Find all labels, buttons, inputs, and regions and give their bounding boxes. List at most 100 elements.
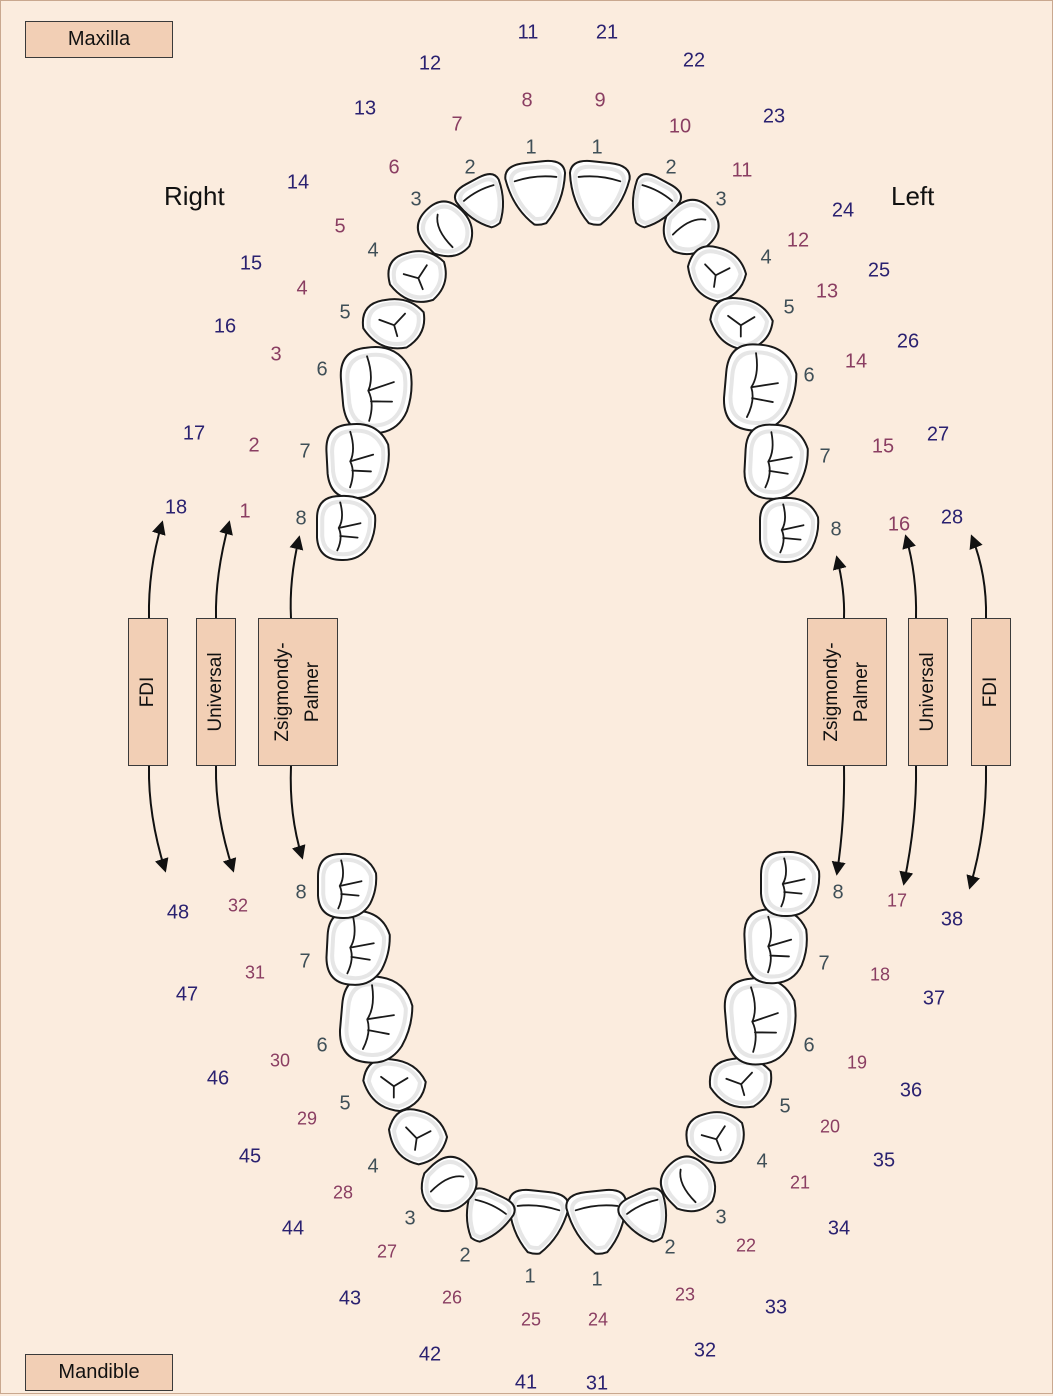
palmer-legend-box-left: Zsigmondy- Palmer xyxy=(807,618,887,766)
fdi-number: 34 xyxy=(827,1217,851,1240)
pointer-arrow xyxy=(289,765,306,860)
tooth xyxy=(316,494,377,562)
tooth xyxy=(686,245,748,303)
fdi-number: 41 xyxy=(514,1371,538,1394)
fdi-number: 32 xyxy=(693,1339,717,1362)
fdi-number: 28 xyxy=(940,506,964,529)
palmer-number: 8 xyxy=(295,507,307,530)
fdi-number: 46 xyxy=(206,1067,230,1090)
pointer-arrow xyxy=(831,765,846,876)
fdi-number: 36 xyxy=(899,1079,923,1102)
palmer-number: 6 xyxy=(803,1034,815,1057)
tooth xyxy=(759,496,820,564)
palmer-number: 6 xyxy=(803,364,815,387)
tooth xyxy=(507,1188,570,1255)
pointer-arrow xyxy=(214,765,237,873)
fdi-number: 22 xyxy=(682,49,706,72)
fdi-number: 16 xyxy=(213,315,237,338)
pointer-arrow xyxy=(289,535,304,619)
right-side-label: Right xyxy=(164,181,225,211)
universal-number: 7 xyxy=(451,113,463,136)
pointer-arrow xyxy=(147,765,169,873)
universal-legend-label: Universal xyxy=(917,652,938,732)
universal-number: 18 xyxy=(869,964,891,985)
universal-number: 21 xyxy=(789,1172,811,1193)
palmer-number: 8 xyxy=(295,881,307,904)
tooth xyxy=(685,1111,745,1164)
palmer-number: 5 xyxy=(779,1095,791,1118)
pointer-arrow xyxy=(966,765,988,890)
universal-number: 32 xyxy=(227,895,249,916)
universal-number: 6 xyxy=(388,156,400,179)
universal-number: 20 xyxy=(819,1116,841,1137)
tooth xyxy=(743,423,809,500)
fdi-number: 14 xyxy=(286,171,310,194)
palmer-number: 5 xyxy=(339,1092,351,1115)
tooth xyxy=(317,852,378,920)
tooth xyxy=(568,159,631,226)
palmer-number: 4 xyxy=(367,1155,379,1178)
maxilla-label: Maxilla xyxy=(25,21,173,58)
universal-number: 13 xyxy=(815,280,839,303)
palmer-number: 5 xyxy=(339,301,351,324)
universal-number: 11 xyxy=(731,159,753,182)
universal-number: 26 xyxy=(441,1287,463,1308)
palmer-number: 7 xyxy=(299,950,311,973)
universal-number: 15 xyxy=(871,435,895,458)
fdi-number: 26 xyxy=(896,330,920,353)
palmer-number: 6 xyxy=(316,358,328,381)
pointer-arrow xyxy=(902,534,918,619)
tooth xyxy=(416,200,474,258)
fdi-legend-box-right: FDI xyxy=(128,618,168,766)
universal-number: 1 xyxy=(239,500,251,523)
fdi-number: 12 xyxy=(418,52,442,75)
palmer-number: 2 xyxy=(665,156,677,179)
left-side-label: Left xyxy=(891,181,935,211)
universal-number: 9 xyxy=(594,89,606,112)
tooth xyxy=(387,250,447,303)
palmer-number: 7 xyxy=(299,440,311,463)
tooth xyxy=(387,1108,449,1166)
fdi-legend-label: FDI xyxy=(137,676,158,708)
fdi-number: 47 xyxy=(175,983,199,1006)
palmer-legend-label: Zsigmondy- Palmer xyxy=(272,642,323,742)
pointer-arrow xyxy=(214,520,233,619)
palmer-number: 5 xyxy=(783,296,795,319)
tooth xyxy=(361,298,426,350)
tooth xyxy=(465,1187,516,1243)
universal-number: 8 xyxy=(521,89,533,112)
universal-number: 28 xyxy=(332,1182,354,1203)
pointer-arrow xyxy=(147,520,166,619)
tooth xyxy=(325,422,390,500)
palmer-number: 1 xyxy=(524,1265,536,1288)
fdi-number: 38 xyxy=(940,908,964,931)
universal-number: 14 xyxy=(844,350,868,373)
fdi-number: 43 xyxy=(338,1287,362,1310)
universal-legend-box-left: Universal xyxy=(908,618,948,766)
pointer-arrow xyxy=(899,765,918,886)
palmer-number: 1 xyxy=(591,136,603,159)
pointer-arrow xyxy=(832,555,847,619)
fdi-number: 13 xyxy=(353,97,377,120)
fdi-legend-label: FDI xyxy=(980,676,1001,708)
fdi-number: 35 xyxy=(872,1149,896,1172)
palmer-legend-box-right: Zsigmondy- Palmer xyxy=(258,618,338,766)
universal-number: 16 xyxy=(887,513,911,536)
fdi-number: 37 xyxy=(922,987,946,1010)
universal-number: 17 xyxy=(886,890,908,911)
tooth xyxy=(420,1155,478,1213)
tooth xyxy=(723,977,797,1066)
universal-number: 27 xyxy=(376,1241,398,1262)
tooth xyxy=(708,1057,773,1109)
fdi-number: 24 xyxy=(831,199,855,222)
universal-number: 4 xyxy=(296,277,308,300)
pointer-arrow xyxy=(969,534,988,619)
universal-number: 23 xyxy=(674,1284,696,1305)
fdi-number: 42 xyxy=(418,1343,442,1366)
fdi-number: 18 xyxy=(164,496,188,519)
fdi-number: 44 xyxy=(281,1217,305,1240)
palmer-number: 3 xyxy=(404,1207,416,1230)
universal-number: 29 xyxy=(296,1108,318,1129)
fdi-number: 15 xyxy=(239,252,263,275)
universal-number: 25 xyxy=(520,1309,542,1330)
